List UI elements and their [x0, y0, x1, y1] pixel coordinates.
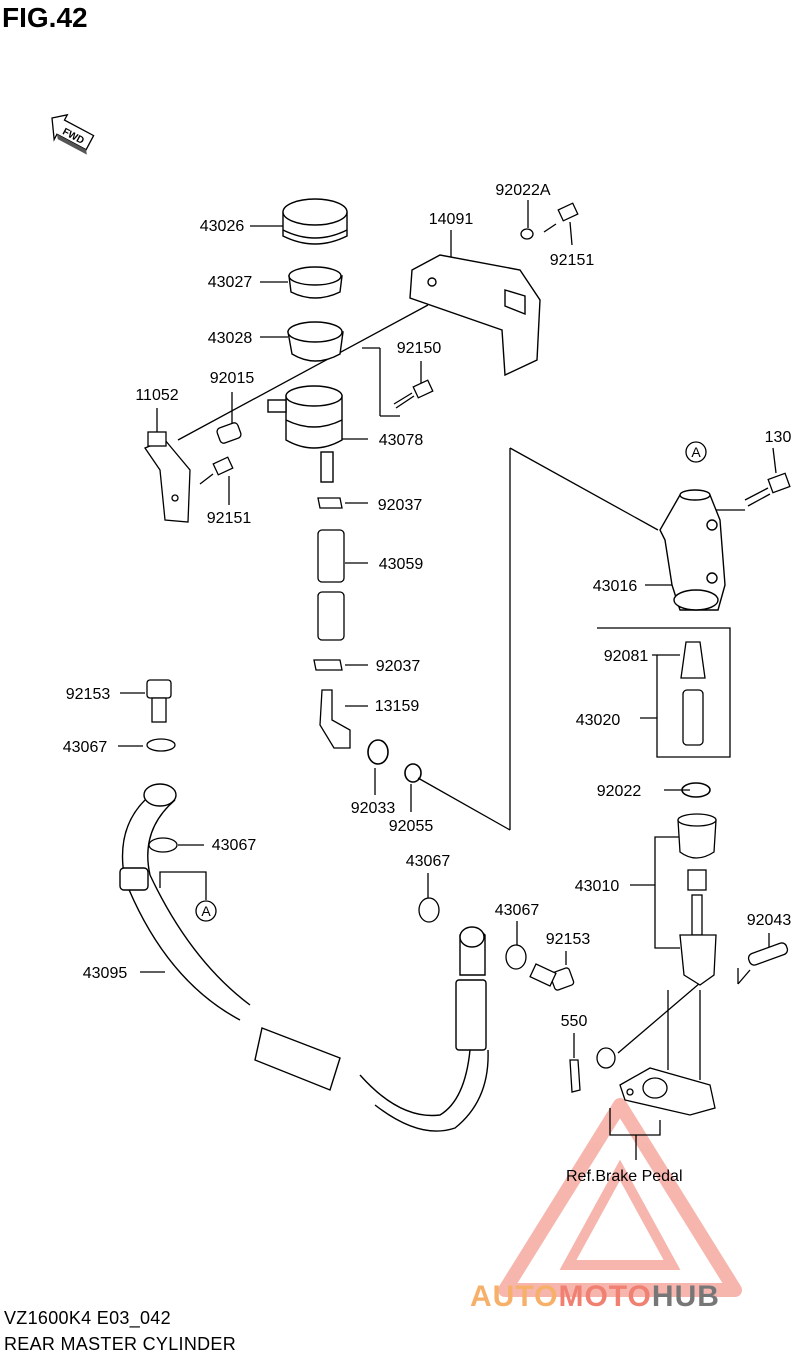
- watermark-part1: AUTO: [470, 1280, 559, 1313]
- fwd-arrow-icon: FWD: [51, 113, 95, 155]
- watermark-part2: MOTO: [558, 1280, 652, 1313]
- clevis-pin-part: [747, 942, 789, 966]
- part-number-callout: 43016: [593, 578, 638, 595]
- banjo-bolt-part: [529, 963, 575, 991]
- reservoir-tank-part: [267, 385, 343, 483]
- part-number-callout: 13159: [375, 698, 420, 715]
- washer-part: [418, 897, 440, 923]
- part-number-callout: 92037: [376, 658, 421, 675]
- part-number-callout: 43095: [83, 965, 128, 982]
- part-number-callout: 43059: [379, 556, 424, 573]
- bolt-part: [199, 456, 234, 485]
- diaphragm-plate-part: [288, 266, 343, 299]
- part-number-callout: 43027: [208, 274, 253, 291]
- reservoir-guard-part: [409, 254, 541, 377]
- reservoir-hose-part: [317, 529, 345, 641]
- ref-marker-letter: A: [691, 444, 701, 460]
- elbow-fitting-part: [319, 689, 351, 749]
- bolt-part: [393, 379, 434, 409]
- banjo-bolt-part: [146, 679, 172, 723]
- watermark-logo: [498, 1098, 742, 1297]
- part-number-callout: 92151: [550, 252, 595, 269]
- diaphragm-part: [287, 321, 344, 362]
- part-number-callout: 92081: [604, 648, 649, 665]
- bolt-part: [543, 202, 579, 233]
- washer-part: [520, 228, 534, 240]
- part-number-callout: 14091: [429, 211, 474, 228]
- part-number-callout: 92151: [207, 510, 252, 527]
- brake-pedal-joint-part: [619, 1067, 716, 1116]
- part-number-callout: 43067: [495, 902, 540, 919]
- watermark-part3: HUB: [651, 1280, 720, 1313]
- part-number-callout: 43020: [576, 712, 621, 729]
- part-number-callout: 43067: [63, 739, 108, 756]
- diagram-caption: REAR MASTER CYLINDER: [4, 1334, 237, 1354]
- ref-marker-icon: A: [685, 441, 707, 463]
- part-number-callout: 11052: [135, 387, 178, 404]
- ref-brake-pedal-label: Ref.Brake Pedal: [566, 1168, 683, 1185]
- washer-part: [146, 738, 176, 752]
- part-number-callout: 92153: [66, 686, 111, 703]
- part-number-callout: 92033: [351, 800, 396, 817]
- watermark-text: AUTOMOTOHUB: [470, 1280, 720, 1314]
- part-number-callout: 550: [561, 1013, 588, 1030]
- part-number-callout: 92022: [597, 783, 642, 800]
- part-number-callout: 130: [765, 429, 792, 446]
- cotter-pin-part: [569, 1047, 616, 1093]
- master-cylinder-part: [659, 489, 726, 611]
- part-number-callout: 92015: [210, 370, 255, 387]
- figure-title: FIG.42: [2, 2, 88, 33]
- bolt-part: [744, 472, 791, 507]
- part-number-callout: 92037: [378, 497, 423, 514]
- hose-clip-part: [313, 497, 343, 671]
- part-number-callout: 92043: [747, 912, 792, 929]
- washer-part: [505, 944, 527, 970]
- ref-marker-icon: A: [195, 900, 217, 922]
- part-number-callout: 92150: [397, 340, 442, 357]
- washer-part: [148, 837, 178, 853]
- part-number-callout: 92022A: [495, 182, 550, 199]
- part-number-callout: 43026: [200, 218, 245, 235]
- part-number-callout: 43067: [406, 853, 451, 870]
- part-number-callout: 43078: [379, 432, 424, 449]
- part-number-callout: 92153: [546, 931, 591, 948]
- part-number-callout: 43028: [208, 330, 253, 347]
- o-ring-part: [404, 763, 422, 783]
- piston-part: [680, 641, 706, 746]
- circlip-part: [367, 739, 389, 765]
- bracket-part: [144, 431, 191, 523]
- brake-hose-part: [119, 783, 489, 1132]
- part-number-callout: 43067: [212, 837, 257, 854]
- push-rod-part: [677, 813, 717, 986]
- collar-part: [216, 422, 242, 444]
- reservoir-cap-part: [282, 198, 348, 245]
- circlip-part: [681, 782, 711, 798]
- part-number-callout: 43010: [575, 878, 620, 895]
- ref-marker-letter: A: [201, 903, 211, 919]
- model-code: VZ1600K4 E03_042: [4, 1308, 171, 1328]
- part-number-callout: 92055: [389, 818, 434, 835]
